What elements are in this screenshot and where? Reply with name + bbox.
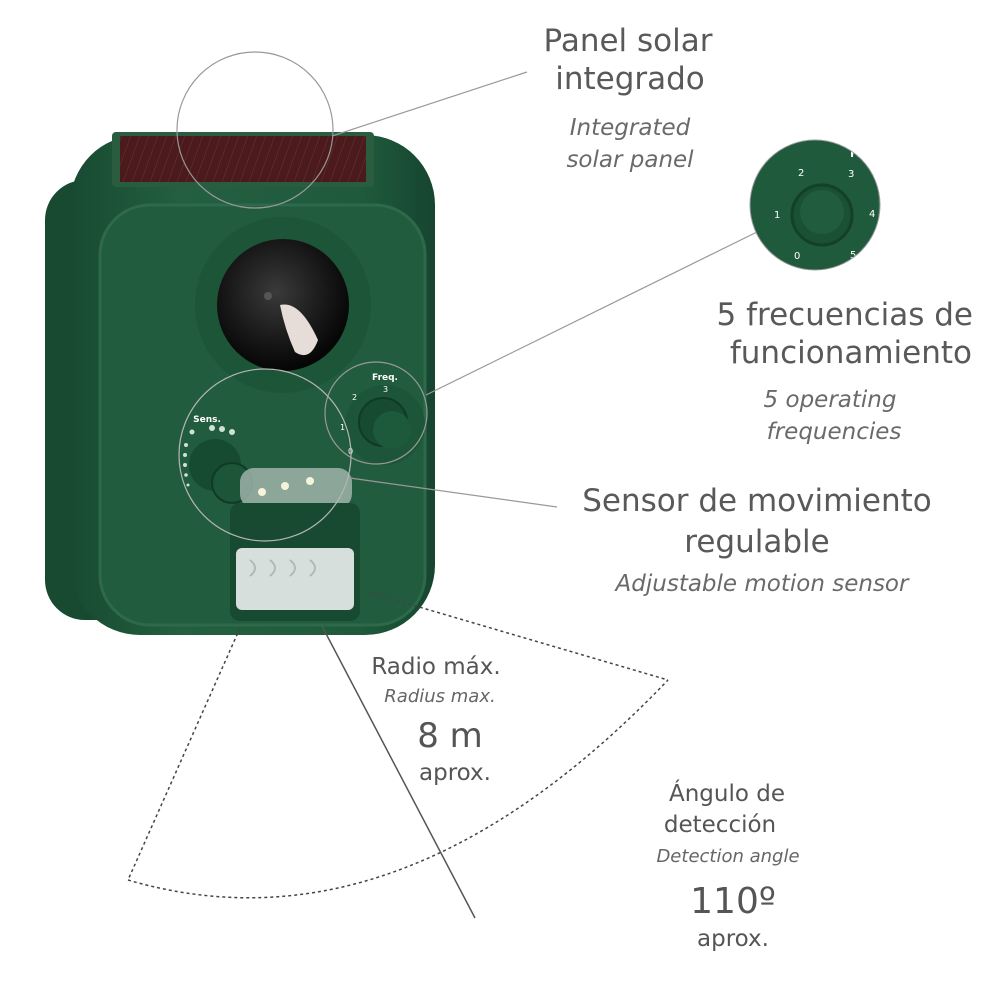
freq-en-2: frequencies	[766, 419, 902, 445]
solar-title-2: integrado	[555, 61, 705, 97]
zoom-tick-1: 1	[774, 210, 780, 221]
sens-label: Sens.	[193, 415, 221, 425]
angle-value: 110º	[690, 881, 776, 922]
angle-title-1: Ángulo de	[668, 781, 786, 807]
angle-en: Detection angle	[656, 846, 800, 867]
detection-area	[127, 591, 669, 919]
freq-title-1: 5 frecuencias de	[716, 297, 973, 333]
radius-en: Radius max.	[384, 686, 496, 707]
freq-title-2: funcionamiento	[729, 335, 972, 371]
radius-approx: aprox.	[419, 760, 491, 786]
freq-tick-1: 1	[340, 423, 345, 432]
solar-en-2: solar panel	[566, 147, 694, 173]
zoom-tick-3: 3	[848, 169, 854, 180]
freq-tick-2: 2	[352, 393, 357, 402]
motion-en: Adjustable motion sensor	[615, 571, 909, 597]
angle-approx: aprox.	[697, 926, 769, 952]
frequency-knob: Freq. 2 3 1 0	[340, 373, 425, 465]
motion-title-2: regulable	[684, 524, 830, 560]
angle-title-2: detección	[663, 812, 777, 838]
radius-title: Radio máx.	[371, 654, 501, 680]
zoom-tick-2: 2	[798, 168, 804, 179]
zoom-tick-0: 0	[794, 251, 800, 262]
zoom-tick-5: 5	[850, 250, 856, 261]
freq-en-1: 5 operating	[763, 387, 897, 413]
radius-value: 8 m	[417, 716, 483, 756]
zoom-frequency-dial: Freq. 2 3 1 4 0 5	[749, 139, 881, 271]
callout-lines	[176, 51, 758, 542]
motion-sensor	[230, 503, 360, 621]
solar-panel	[112, 132, 374, 187]
speaker	[195, 217, 371, 393]
solar-en-1: Integrated	[569, 115, 691, 141]
zoom-tick-4: 4	[869, 209, 875, 220]
freq-tick-3: 3	[383, 385, 388, 394]
led-strip	[240, 468, 352, 508]
freq-label: Freq.	[372, 373, 398, 383]
motion-title-1: Sensor de movimiento	[582, 483, 932, 519]
solar-title-1: Panel solar	[543, 23, 713, 59]
